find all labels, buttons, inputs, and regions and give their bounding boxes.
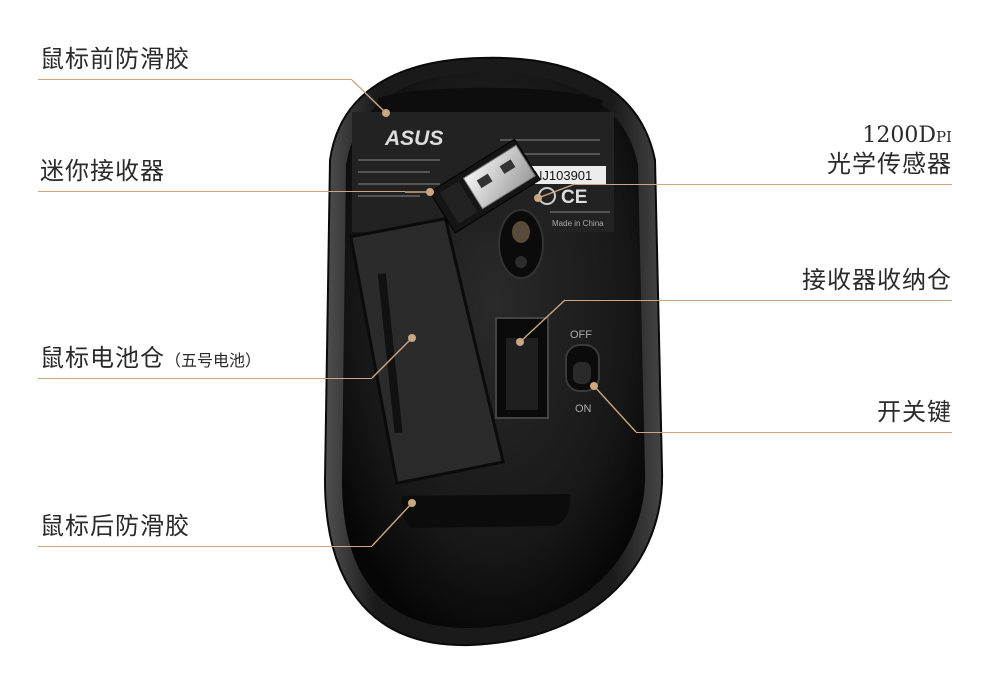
switch-off-text: OFF xyxy=(570,329,592,341)
rule-front-pad xyxy=(38,79,352,80)
made-in-text: Made in China xyxy=(552,219,604,228)
label-sensor-dpi: 1200DPI xyxy=(862,122,952,151)
rule-power-switch xyxy=(636,432,952,433)
serial-text: NJ103901 xyxy=(533,168,592,183)
rule-rear-pad xyxy=(38,546,372,547)
rule-receiver-storage xyxy=(565,300,952,301)
switch-on-text: ON xyxy=(575,403,592,415)
label-battery-bay: 鼠标电池仓（五号电池） xyxy=(40,344,261,375)
label-mini-receiver: 迷你接收器 xyxy=(40,157,165,185)
sensor-dpi-number: 1200D xyxy=(862,123,936,148)
svg-text:CE: CE xyxy=(561,187,587,208)
label-power-switch: 开关键 xyxy=(877,398,952,426)
label-sensor: 光学传感器 xyxy=(827,150,952,178)
sensor-dpi-unit: PI xyxy=(935,128,952,146)
rule-mini-receiver xyxy=(38,191,405,192)
nano-receiver-illustration xyxy=(429,138,541,234)
label-front-pad: 鼠标前防滑胶 xyxy=(40,45,190,73)
optical-sensor xyxy=(498,209,544,279)
rear-pad-shape xyxy=(401,494,571,528)
brand-text: ASUS xyxy=(384,127,443,150)
leader-lines xyxy=(351,79,637,547)
label-receiver-storage: 接收器收纳仓 xyxy=(802,266,952,294)
battery-bay-text: 鼠标电池仓 xyxy=(40,344,165,372)
rule-sensor xyxy=(575,184,952,185)
battery-bay-door xyxy=(349,216,506,485)
battery-bay-note: （五号电池） xyxy=(165,351,262,370)
label-rear-pad: 鼠标后防滑胶 xyxy=(40,512,190,540)
rule-battery-bay xyxy=(38,378,372,379)
